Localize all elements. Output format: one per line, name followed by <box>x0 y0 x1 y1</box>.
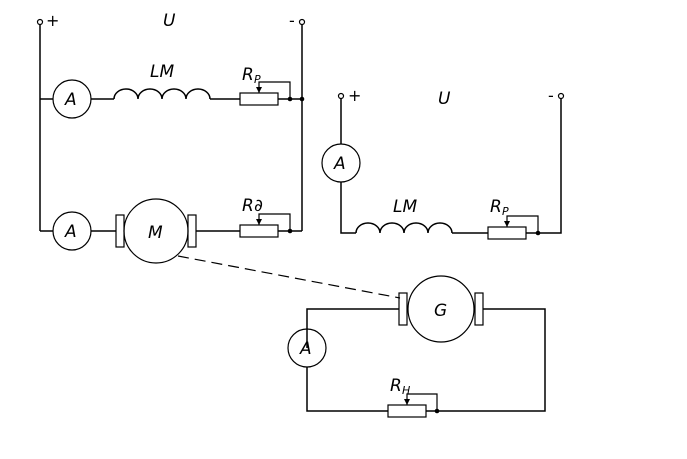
armature-rheostat-label: R <box>242 196 254 216</box>
ammeter-armature-label-1: A <box>64 222 77 242</box>
field-rheostat-slider-1 <box>258 81 291 99</box>
generator-load-circuit: G A R H <box>287 275 546 418</box>
field-rheostat-1 <box>239 92 279 106</box>
motor-m <box>123 198 189 264</box>
field-winding-label-2: LM <box>393 197 417 217</box>
armature-rheostat <box>239 224 279 238</box>
generator-brush-right <box>474 292 484 326</box>
ammeter-field-label-1: A <box>64 90 77 110</box>
plus-sign-1: + <box>46 11 59 30</box>
load-rheostat-slider <box>406 393 438 411</box>
plus-sign-2: + <box>348 86 361 105</box>
load-rheostat-sub: H <box>402 384 410 397</box>
armature-rheostat-slider <box>258 213 291 231</box>
ammeter-label-2: A <box>333 154 346 174</box>
supply-voltage-label-1: U <box>163 11 176 31</box>
field-rheostat-sub-2: P <box>502 205 509 218</box>
field-rheostat-slider-2 <box>506 215 539 233</box>
field-rheostat-label-1: R <box>242 65 254 85</box>
ammeter-label-3: A <box>299 339 312 359</box>
field-rheostat-sub-1: P <box>254 73 261 86</box>
minus-sign-2: - <box>548 86 554 105</box>
minus-sign-1: - <box>289 11 295 30</box>
load-rheostat-label: R <box>390 376 402 396</box>
generator-label: G <box>434 301 447 321</box>
field-winding-coil-2 <box>355 222 453 234</box>
minus-terminal-1 <box>298 18 306 26</box>
supply-voltage-label-2: U <box>438 89 451 109</box>
generator-field-circuit: + U - A LM R P <box>321 86 565 240</box>
minus-terminal-2 <box>557 92 565 100</box>
load-rheostat <box>387 404 427 418</box>
generator-g <box>407 275 475 343</box>
motor-circuit: + U - A LM R P A M <box>36 11 306 264</box>
generator-brush-left <box>398 292 408 326</box>
field-winding-coil-1 <box>113 88 211 100</box>
mechanical-coupling-line <box>177 255 401 299</box>
plus-terminal-2 <box>337 92 345 100</box>
motor-brush-left <box>115 214 125 248</box>
field-rheostat-2 <box>487 226 527 240</box>
motor-label: M <box>148 223 163 243</box>
field-winding-label-1: LM <box>150 62 174 82</box>
plus-terminal-1 <box>36 18 44 26</box>
field-rheostat-label-2: R <box>490 197 502 217</box>
motor-brush-right <box>187 214 197 248</box>
armature-rheostat-sub: ∂ <box>254 196 263 216</box>
